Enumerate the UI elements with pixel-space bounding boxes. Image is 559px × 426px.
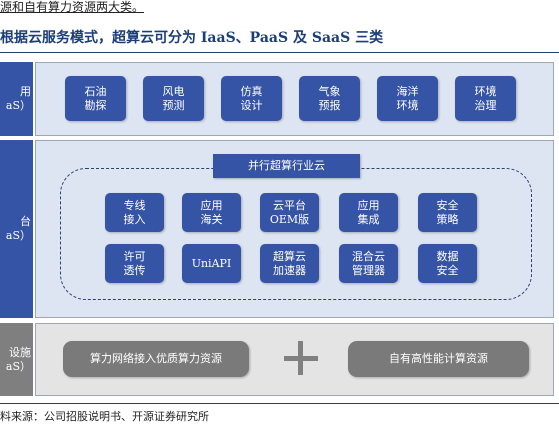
- box-line: 数据: [436, 249, 459, 263]
- box-line: 预报: [318, 98, 341, 112]
- saas-item-box: 石油 勘探: [65, 76, 126, 121]
- saas-item-box: 风电 预测: [143, 76, 204, 121]
- box-line: 安全: [436, 198, 459, 212]
- box-line: 超算云: [273, 249, 306, 263]
- layer-label-saas: 用 aS）: [0, 62, 33, 136]
- paas-item-box: 数据 安全: [418, 244, 477, 283]
- box-line: 环境: [396, 98, 419, 112]
- paas-item-box: 专线 接入: [105, 193, 164, 232]
- box-line: 加速器: [273, 263, 306, 277]
- box-line: 集成: [357, 212, 380, 226]
- box-line: 气象: [318, 84, 341, 98]
- paas-item-box: 应用 海关: [182, 193, 241, 232]
- source-note: 料来源：公司招股说明书、开源证券研究所: [0, 410, 209, 423]
- plus-icon: [298, 341, 303, 375]
- box-line: 勘探: [84, 98, 107, 112]
- source-divider: [0, 403, 559, 404]
- layer-label-line: aS）: [5, 99, 31, 112]
- paas-item-box: 混合云 管理器: [339, 244, 398, 283]
- paas-item-box: 应用 集成: [339, 193, 398, 232]
- saas-item-box: 气象 预报: [299, 76, 360, 121]
- layer-label-line: 用: [20, 85, 31, 98]
- saas-item-box: 环境 治理: [455, 76, 516, 121]
- paas-item-box: 许可 透传: [105, 244, 164, 283]
- figure-title: 根据云服务模式，超算云可分为 IaaS、PaaS 及 SaaS 三类: [0, 30, 384, 46]
- box-line: 设计: [240, 98, 263, 112]
- box-line: 海洋: [396, 84, 419, 98]
- box-line: 仿真: [240, 84, 263, 98]
- box-line: 治理: [474, 98, 497, 112]
- layer-label-paas: 台 aS）: [0, 140, 33, 318]
- layer-label-line: 台: [20, 215, 31, 228]
- paas-item-box: 云平台 OEM版: [260, 193, 319, 232]
- paas-item-box: 超算云 加速器: [260, 244, 319, 283]
- layer-label-line: aS）: [5, 359, 31, 373]
- saas-item-box: 仿真 设计: [221, 76, 282, 121]
- layer-label-line: 设施: [9, 345, 31, 359]
- box-line: 管理器: [352, 263, 385, 277]
- box-line: 环境: [474, 84, 497, 98]
- box-line: 云平台: [273, 198, 306, 212]
- box-line: 专线: [123, 198, 146, 212]
- paas-item-box: UniAPI: [182, 244, 241, 283]
- intro-text-fragment: 源和自有算力资源两大类。: [0, 0, 145, 14]
- box-line: 接入: [123, 212, 146, 226]
- title-divider: [0, 52, 559, 53]
- box-line: UniAPI: [191, 256, 232, 270]
- box-line: 石油: [84, 84, 107, 98]
- box-line: OEM版: [269, 212, 310, 226]
- box-line: 风电: [162, 84, 185, 98]
- box-line: 预测: [162, 98, 185, 112]
- box-line: 安全: [436, 263, 459, 277]
- paas-item-box: 安全 策略: [418, 193, 477, 232]
- box-line: 应用: [200, 198, 223, 212]
- paas-group-title: 并行超算行业云: [213, 154, 360, 178]
- box-line: 应用: [357, 198, 380, 212]
- box-line: 透传: [123, 263, 146, 277]
- box-line: 海关: [200, 212, 223, 226]
- box-line: 许可: [123, 249, 146, 263]
- layer-label-line: aS）: [5, 229, 31, 242]
- iaas-own-resource-box: 自有高性能计算资源: [348, 341, 529, 377]
- box-line: 策略: [436, 212, 459, 226]
- iaas-network-resource-box: 算力网络接入优质算力资源: [63, 341, 249, 377]
- layer-label-iaas: 设施 aS）: [0, 323, 33, 396]
- box-line: 混合云: [352, 249, 385, 263]
- saas-item-box: 海洋 环境: [377, 76, 438, 121]
